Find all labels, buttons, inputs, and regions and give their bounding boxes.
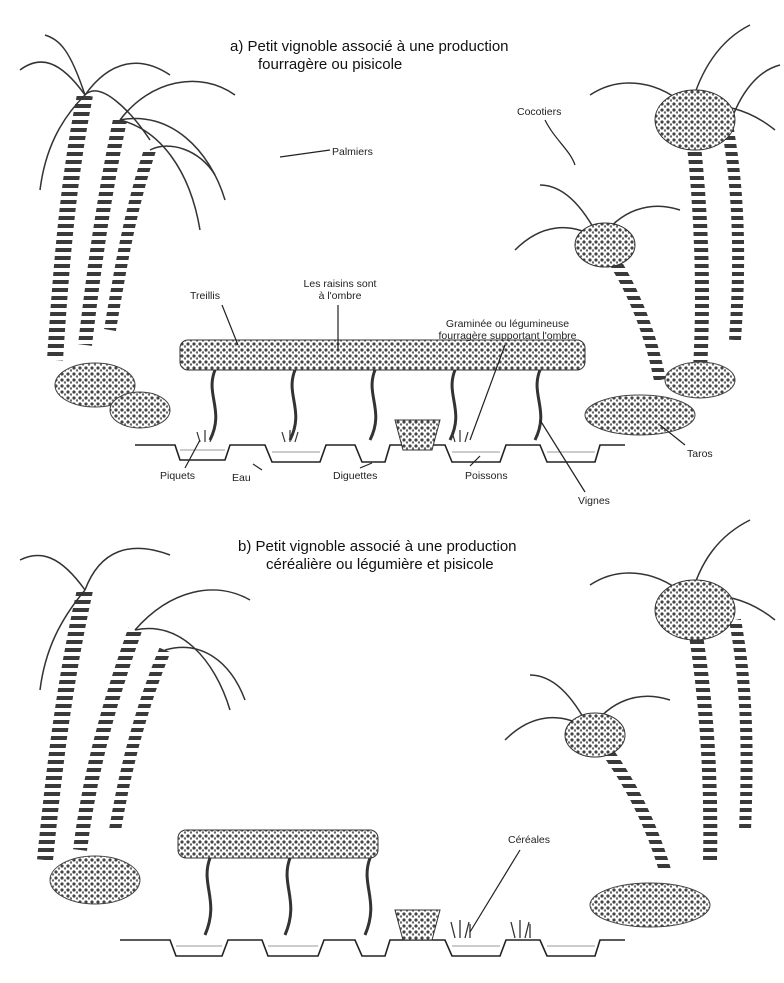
label-raisins-line1: Les raisins sont xyxy=(290,278,390,290)
label-raisins-line2: à l'ombre xyxy=(290,290,390,302)
panel-a-title-line2: fourragère ou pisicole xyxy=(230,56,509,74)
trellis-canopy xyxy=(178,830,378,858)
boat xyxy=(395,910,440,940)
label-eau: Eau xyxy=(232,472,251,484)
label-taros: Taros xyxy=(687,448,713,460)
vine-posts xyxy=(210,370,541,440)
panel-a-artwork xyxy=(20,25,780,492)
palm-fronds xyxy=(20,35,235,230)
palm-trunk xyxy=(55,95,85,360)
cereal-tufts xyxy=(451,920,530,938)
palm-crown xyxy=(575,223,635,267)
label-treillis: Treillis xyxy=(190,290,220,302)
label-graminee-line1: Graminée ou légumineuse xyxy=(420,318,595,330)
taro-shrub xyxy=(585,395,695,435)
palm-fronds xyxy=(20,548,250,710)
label-diguettes: Diguettes xyxy=(333,470,377,482)
shrub xyxy=(110,392,170,428)
vine-posts xyxy=(205,858,371,935)
panel-a-title: a) Petit vignoble associé à une producti… xyxy=(230,38,509,74)
label-cocotiers: Cocotiers xyxy=(517,106,561,118)
palm-crown xyxy=(565,713,625,757)
panel-b-title: b) Petit vignoble associé à une producti… xyxy=(238,538,517,574)
pond-ground xyxy=(120,940,625,956)
palm-trunk xyxy=(735,620,747,830)
palm-crown xyxy=(655,90,735,150)
label-cereales: Céréales xyxy=(508,834,550,846)
trellis-canopy xyxy=(180,340,585,370)
panel-b-title-line1: b) Petit vignoble associé à une producti… xyxy=(238,538,517,556)
palm-trunk xyxy=(728,130,738,340)
panel-b-artwork xyxy=(20,520,775,956)
panel-b-title-line2: céréalière ou légumière et pisicole xyxy=(238,556,517,574)
shrub xyxy=(50,856,140,904)
label-vignes: Vignes xyxy=(578,495,610,507)
boat xyxy=(395,420,440,450)
label-graminee-line2: fourragère supportant l'ombre xyxy=(420,330,595,342)
label-graminee: Graminée ou légumineuse fourragère suppo… xyxy=(420,318,595,342)
label-poissons: Poissons xyxy=(465,470,508,482)
taro-shrub xyxy=(590,883,710,927)
taro-shrub xyxy=(665,362,735,398)
pond-ground xyxy=(135,445,625,462)
label-piquets: Piquets xyxy=(160,470,195,482)
label-palmiers: Palmiers xyxy=(332,146,373,158)
label-raisins: Les raisins sont à l'ombre xyxy=(290,278,390,302)
palm-trunk xyxy=(80,630,135,850)
palm-crown xyxy=(655,580,735,640)
panel-a-title-line1: a) Petit vignoble associé à une producti… xyxy=(230,38,509,56)
